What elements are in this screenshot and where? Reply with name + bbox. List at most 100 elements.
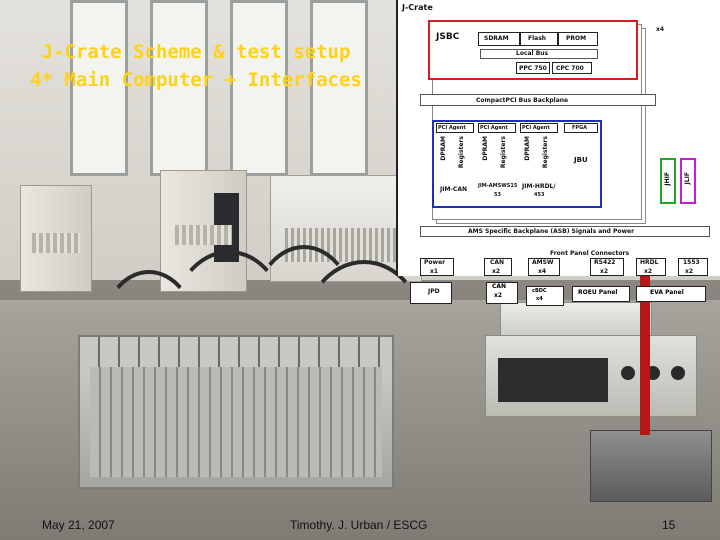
front-panel-label: Front Panel Connectors: [550, 250, 630, 257]
jhif-label: JHIF: [664, 172, 671, 186]
jim-can-label: JIM-CAN: [440, 186, 467, 193]
connector-amsw-count: x4: [538, 268, 547, 275]
photo-cable: [100, 270, 198, 398]
photo-cable: [250, 245, 358, 393]
connector-amsw-name: AMSW: [532, 259, 554, 266]
connector-can: [484, 258, 512, 276]
dpram-label: DPRAM: [482, 136, 489, 161]
connector-rs422: [590, 258, 624, 276]
eva-box: [636, 286, 706, 302]
connector-1553: [678, 258, 708, 276]
roeu-box: [572, 286, 630, 302]
registers-label: Registers: [542, 136, 549, 169]
photo-cable: [300, 260, 428, 418]
cbdc-count: x4: [536, 296, 543, 302]
pci-agent-label: PCI Agent: [438, 125, 466, 131]
can2-box: [486, 282, 518, 304]
cpc700-box: [552, 62, 592, 74]
photo-knob: [621, 366, 635, 380]
slide-title-line1: J-Crate Scheme & test setup: [41, 41, 351, 63]
pci-agent-label: PCI Agent: [522, 125, 550, 131]
jpd-box: [410, 282, 452, 304]
photo-window: [310, 0, 368, 176]
photo-vent: [174, 225, 233, 245]
connector-rs422-count: x2: [600, 268, 609, 275]
connector-hrdl-name: HRDL: [640, 259, 659, 266]
slide-title: J-Crate Scheme & test setup 4* Main Comp…: [0, 38, 392, 94]
flash-box: [520, 32, 558, 46]
flash-label: Flash: [528, 35, 547, 42]
registers-label: Registers: [458, 136, 465, 169]
cpci-backplane-label: CompactPCI Bus Backplane: [476, 97, 569, 104]
footer-page-number: 15: [662, 518, 676, 532]
photo-meter: [590, 430, 712, 502]
scheme-multiplier: x4: [656, 26, 665, 33]
panel-row: JPD CAN x2 cBDC x4 ROEU Panel EVA Panel: [410, 282, 720, 306]
footer-date: May 21, 2007: [42, 518, 115, 532]
can2-count: x2: [494, 292, 503, 299]
photo-computer-tower: [20, 185, 92, 292]
prom-box: [558, 32, 598, 46]
cpc700-label: CPC 700: [556, 65, 584, 72]
ppc750-label: PPC 750: [519, 65, 547, 72]
fpga-label: FPGA: [572, 125, 588, 131]
local-bus-label: Local Bus: [516, 50, 549, 57]
connector-power-count: x1: [430, 268, 439, 275]
sdram-box: [478, 32, 520, 46]
cbdc-label: cBDC: [532, 288, 547, 294]
scheme-title: J-Crate: [402, 3, 433, 12]
jim-amsw-label: JIM-AMSWS15: [478, 183, 518, 189]
roeu-label: ROEU Panel: [578, 289, 618, 296]
connector-1553-count: x2: [685, 268, 694, 275]
photo-power-supply: [485, 335, 697, 417]
connector-can-count: x2: [492, 268, 501, 275]
jsbc-label: JSBC: [436, 32, 460, 42]
photo-j-crate: [78, 335, 394, 489]
fpga-box: [564, 123, 598, 133]
photo-cable: [170, 250, 288, 398]
local-bus: [480, 49, 598, 59]
jhif-box: [660, 158, 676, 204]
photo-crate-slots: [90, 367, 382, 477]
asb-backplane: [420, 226, 710, 237]
photo-vent: [32, 233, 80, 254]
jlif-label: JLIF: [684, 172, 691, 185]
slide-title-line2: 4* Main Computer + Interfaces: [30, 69, 362, 91]
pci-agent-label: PCI Agent: [480, 125, 508, 131]
cpci-backplane: [420, 94, 656, 106]
connector-can-name: CAN: [490, 259, 505, 266]
jim-amsw-count: 53: [494, 192, 501, 198]
asb-label: AMS Specific Backplane (ASB) Signals and…: [468, 228, 635, 235]
sdram-label: SDRAM: [484, 35, 509, 42]
can2-label: CAN: [492, 283, 507, 290]
dpram-label: DPRAM: [440, 136, 447, 161]
connector-1553-name: 1553: [683, 259, 700, 266]
pci-agent-box: [520, 123, 558, 133]
pci-board-group: [432, 120, 602, 208]
pci-agent-box: [436, 123, 474, 133]
photo-crate-connectors: [80, 337, 392, 367]
photo-window: [230, 0, 288, 176]
connector-rs422-name: RS422: [594, 259, 616, 266]
pci-agent-box: [478, 123, 516, 133]
photo-knob: [671, 366, 685, 380]
jim-hrdl-label: JIM-HRDL/: [522, 183, 556, 190]
photo-red-strip: [640, 275, 650, 435]
jim-hrdl-sub: 453: [534, 192, 545, 198]
eva-label: EVA Panel: [650, 289, 684, 296]
registers-label: Registers: [500, 136, 507, 169]
jlif-box: [680, 158, 696, 204]
connector-hrdl: [636, 258, 666, 276]
photo-display: [498, 358, 608, 402]
footer-author: Timothy. J. Urban / ESCG: [290, 518, 428, 532]
jbu-label: JBU: [574, 156, 588, 164]
connector-power: [420, 258, 454, 276]
cbdc-box: [526, 286, 564, 306]
ppc750-box: [516, 62, 550, 74]
connector-hrdl-count: x2: [644, 268, 653, 275]
connector-amsw: [528, 258, 560, 276]
j-crate-scheme: J-Crate x4 JSBC SDRAM Flash PROM Local B…: [396, 0, 720, 276]
prom-label: PROM: [566, 35, 587, 42]
connector-power-name: Power: [424, 259, 446, 266]
